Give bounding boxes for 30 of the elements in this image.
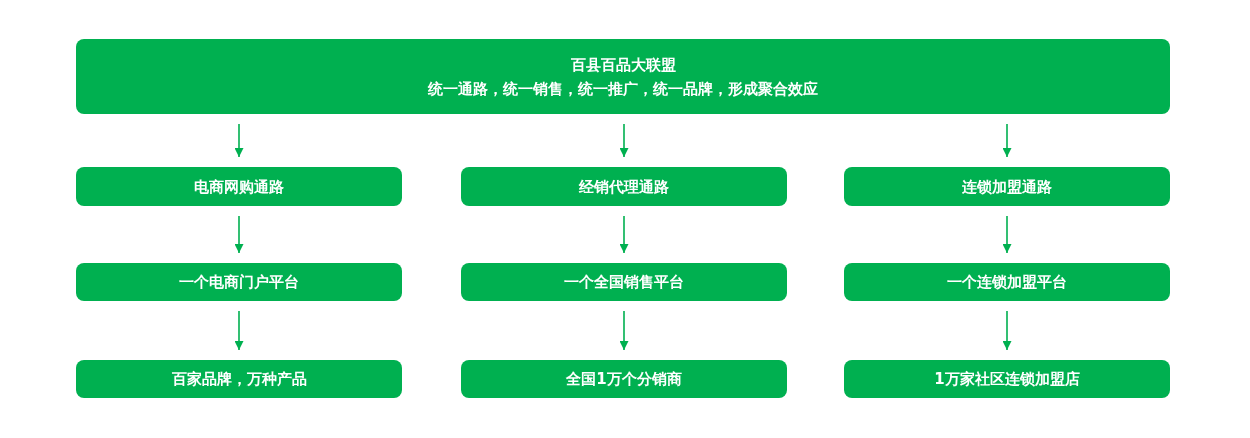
box-text: 百家品牌，万种产品 <box>171 369 307 390</box>
process-box <box>76 39 1170 114</box>
arrow <box>619 310 629 351</box>
box-text: 全国1万个分销商 <box>566 369 682 390</box>
process-box <box>461 263 787 301</box>
arrow <box>619 123 629 158</box>
process-box <box>76 167 402 206</box>
arrow <box>234 310 244 351</box>
process-box <box>844 167 1170 206</box>
box-text: 电商网购通路 <box>194 176 284 198</box>
process-box <box>844 263 1170 301</box>
arrow <box>619 215 629 254</box>
arrow <box>234 123 244 158</box>
box-text: 统一通路，统一销售，统一推广，统一品牌，形成聚合效应 <box>428 78 818 100</box>
box-text: 经销代理通路 <box>579 176 669 198</box>
arrow <box>1002 310 1012 351</box>
box-text: 一个连锁加盟平台 <box>947 272 1067 293</box>
arrow <box>1002 215 1012 254</box>
box-text: 1万家社区连锁加盟店 <box>934 369 1080 390</box>
process-box <box>76 360 402 398</box>
box-text: 连锁加盟通路 <box>962 176 1052 198</box>
process-box <box>844 360 1170 398</box>
process-box <box>76 263 402 301</box>
box-text: 一个电商门户平台 <box>179 272 299 293</box>
arrow <box>234 215 244 254</box>
arrow <box>1002 123 1012 158</box>
process-box <box>461 360 787 398</box>
box-text: 一个全国销售平台 <box>564 272 684 293</box>
box-heading: 百县百品大联盟 <box>570 54 676 76</box>
process-box <box>461 167 787 206</box>
